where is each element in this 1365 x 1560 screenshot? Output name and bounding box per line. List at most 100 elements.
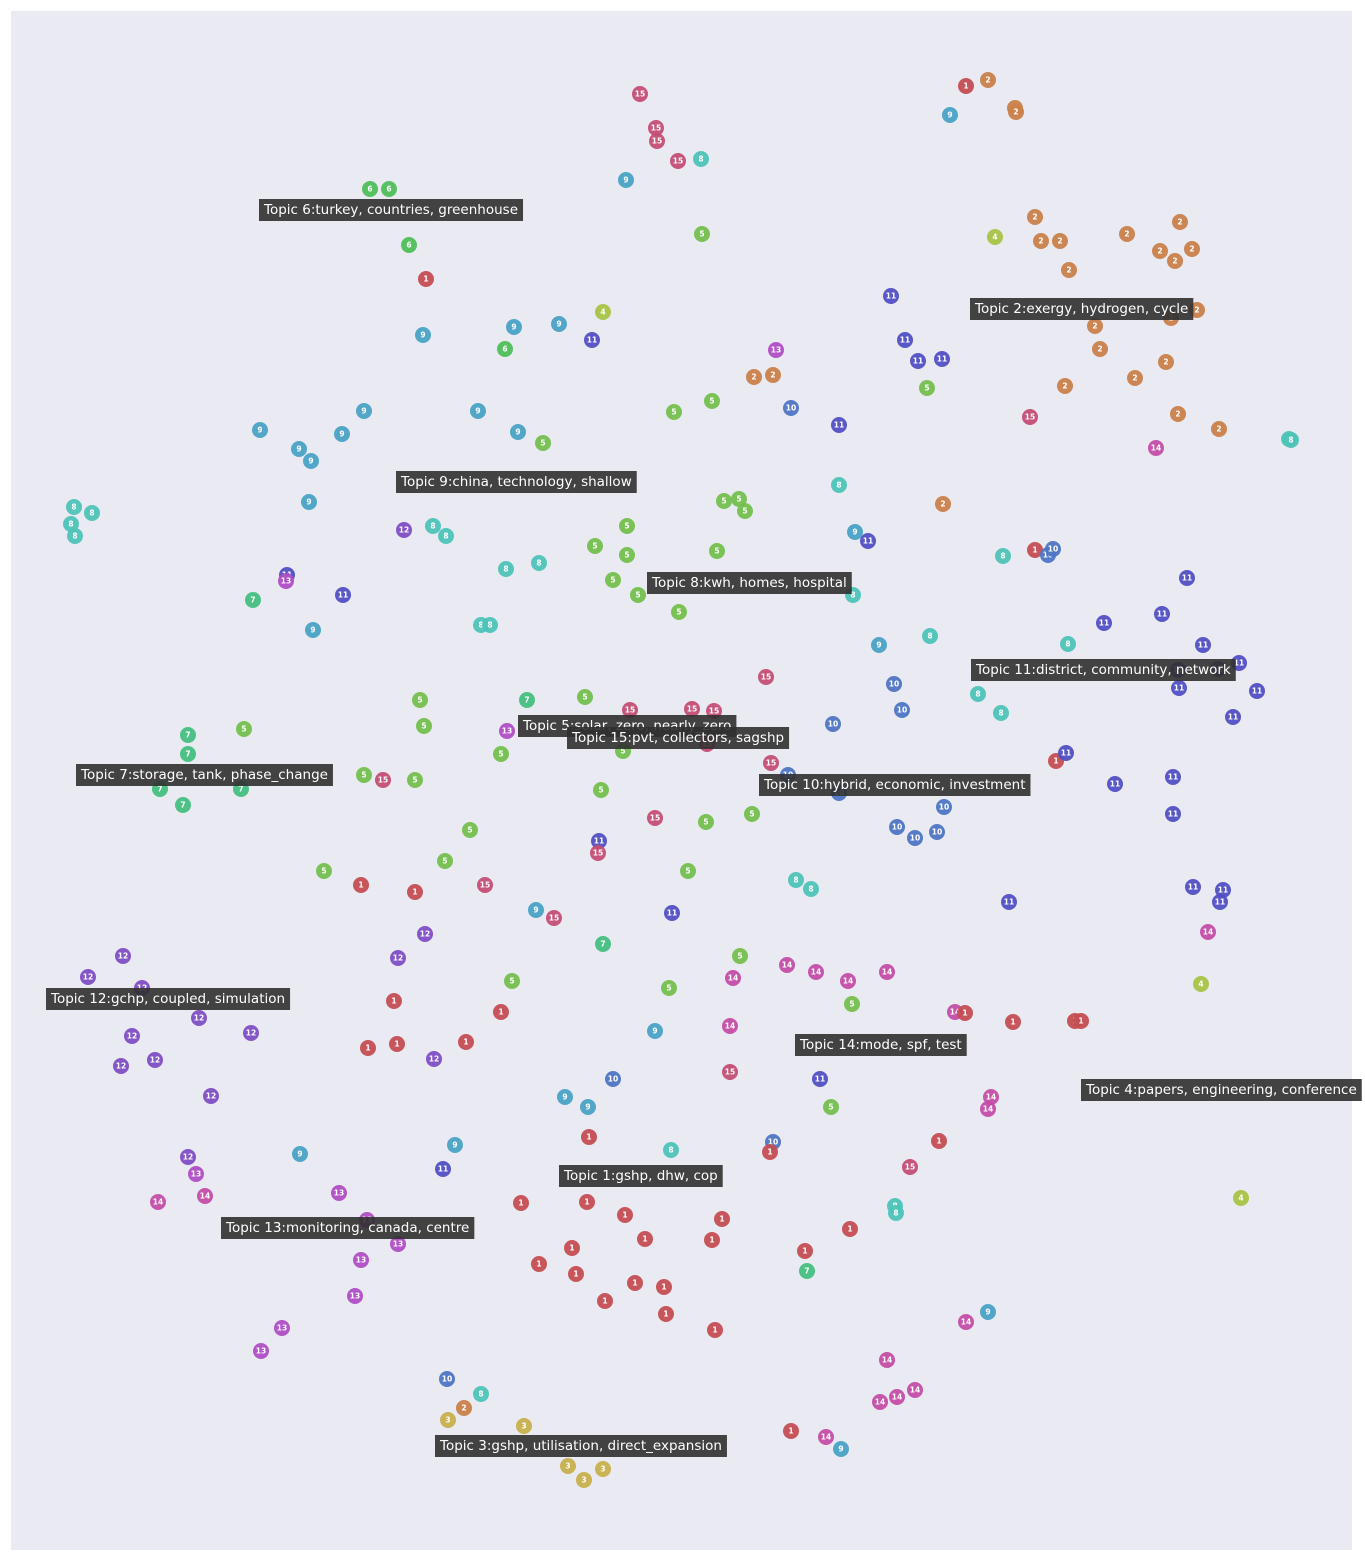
topic-8-point: 8 <box>970 686 986 702</box>
point-marker <box>506 319 522 335</box>
point-label: 5 <box>749 810 754 819</box>
point-label: 11 <box>1157 610 1167 619</box>
topic-15-point: 15 <box>670 153 686 169</box>
point-label: 11 <box>863 537 873 546</box>
point-label: 9 <box>623 176 628 185</box>
point-label: 1 <box>536 1260 541 1269</box>
topic-9-point: 9 <box>557 1089 573 1105</box>
topic-label-text: Topic 10:hybrid, economic, investment <box>763 777 1025 793</box>
topic-6-point: 6 <box>381 181 397 197</box>
topic-2-point: 2 <box>1027 209 1043 225</box>
topic-1-point: 1 <box>762 1144 778 1160</box>
topic-11-point: 11 <box>1171 680 1187 696</box>
point-marker <box>958 78 974 94</box>
point-label: 8 <box>850 591 855 600</box>
topic-label-text: Topic 14:mode, spf, test <box>799 1037 962 1053</box>
point-marker <box>619 547 635 563</box>
topic-6-point: 6 <box>401 237 417 253</box>
point-marker <box>847 524 863 540</box>
topic-1-point: 1 <box>568 1266 584 1282</box>
point-marker <box>709 543 725 559</box>
point-label: 8 <box>668 1146 673 1155</box>
point-label: 8 <box>793 876 798 885</box>
topic-8-point: 8 <box>67 528 83 544</box>
topic-5-point: 5 <box>619 518 635 534</box>
point-label: 12 <box>206 1092 216 1101</box>
topic-14-point: 14 <box>779 957 795 973</box>
point-label: 5 <box>666 984 671 993</box>
point-label: 11 <box>937 355 947 364</box>
topic-5-point: 5 <box>716 493 732 509</box>
point-label: 6 <box>367 185 372 194</box>
point-marker <box>779 957 795 973</box>
topic-2-point: 2 <box>1087 318 1103 334</box>
point-marker <box>663 1142 679 1158</box>
point-label: 5 <box>321 867 326 876</box>
point-label: 11 <box>1099 619 1109 628</box>
topic-12-point: 12 <box>113 1058 129 1074</box>
topic-4-point: 4 <box>987 229 1003 245</box>
point-marker <box>768 342 784 358</box>
point-label: 9 <box>652 1027 657 1036</box>
point-label: 10 <box>939 803 949 812</box>
point-label: 9 <box>452 1141 457 1150</box>
topic-12-point: 12 <box>390 950 406 966</box>
topic-8-point: 8 <box>993 705 1009 721</box>
point-marker <box>416 718 432 734</box>
point-marker <box>879 964 895 980</box>
point-label: 5 <box>598 786 603 795</box>
point-label: 7 <box>185 750 190 759</box>
point-marker <box>580 1099 596 1115</box>
topic-8-point: 8 <box>803 881 819 897</box>
point-label: 8 <box>430 522 435 531</box>
topic-5-point: 5 <box>732 948 748 964</box>
point-marker <box>936 799 952 815</box>
point-label: 9 <box>876 641 881 650</box>
point-marker <box>245 592 261 608</box>
topic-14-point: 14 <box>150 1194 166 1210</box>
point-marker <box>935 496 951 512</box>
point-marker <box>1211 421 1227 437</box>
point-marker <box>435 1161 451 1177</box>
point-label: 15 <box>593 849 603 858</box>
point-label: 11 <box>1234 659 1244 668</box>
topic-13-point: 13 <box>253 1343 269 1359</box>
point-label: 11 <box>1188 883 1198 892</box>
point-marker <box>597 1293 613 1309</box>
point-marker <box>531 555 547 571</box>
point-label: 5 <box>498 750 503 759</box>
point-marker <box>458 1034 474 1050</box>
point-marker <box>670 153 686 169</box>
point-label: 1 <box>584 1198 589 1207</box>
topic-1-point: 1 <box>531 1256 547 1272</box>
point-marker <box>1195 637 1211 653</box>
topic-10-point: 10 <box>936 799 952 815</box>
topic-9-point: 9 <box>447 1137 463 1153</box>
point-label: 3 <box>565 1462 570 1471</box>
point-marker <box>722 1018 738 1034</box>
point-label: 8 <box>1000 552 1005 561</box>
point-marker <box>1172 214 1188 230</box>
point-label: 10 <box>897 706 907 715</box>
point-label: 2 <box>1177 218 1182 227</box>
point-marker <box>1022 409 1038 425</box>
topic-14-point: 14 <box>958 1314 974 1330</box>
topic-13-point: 13 <box>188 1166 204 1182</box>
topic-8-point: 8 <box>922 628 938 644</box>
point-label: 10 <box>910 834 920 843</box>
topic-1-point: 1 <box>931 1133 947 1149</box>
point-label: 1 <box>963 82 968 91</box>
topic-14-point: 14 <box>879 1352 895 1368</box>
topic-11-point: 11 <box>1215 882 1231 898</box>
topic-14-point: 14 <box>808 964 824 980</box>
topic-15-point: 15 <box>632 86 648 102</box>
point-marker <box>401 237 417 253</box>
point-label: 9 <box>297 1150 302 1159</box>
topic-1-point: 1 <box>707 1322 723 1338</box>
point-label: 11 <box>1215 898 1225 907</box>
topic-label-box <box>559 1165 723 1187</box>
topic-3-point: 3 <box>440 1412 456 1428</box>
topic-14-point: 14 <box>983 1089 999 1105</box>
topic-10-point: 10 <box>886 676 902 692</box>
point-label: 9 <box>511 323 516 332</box>
